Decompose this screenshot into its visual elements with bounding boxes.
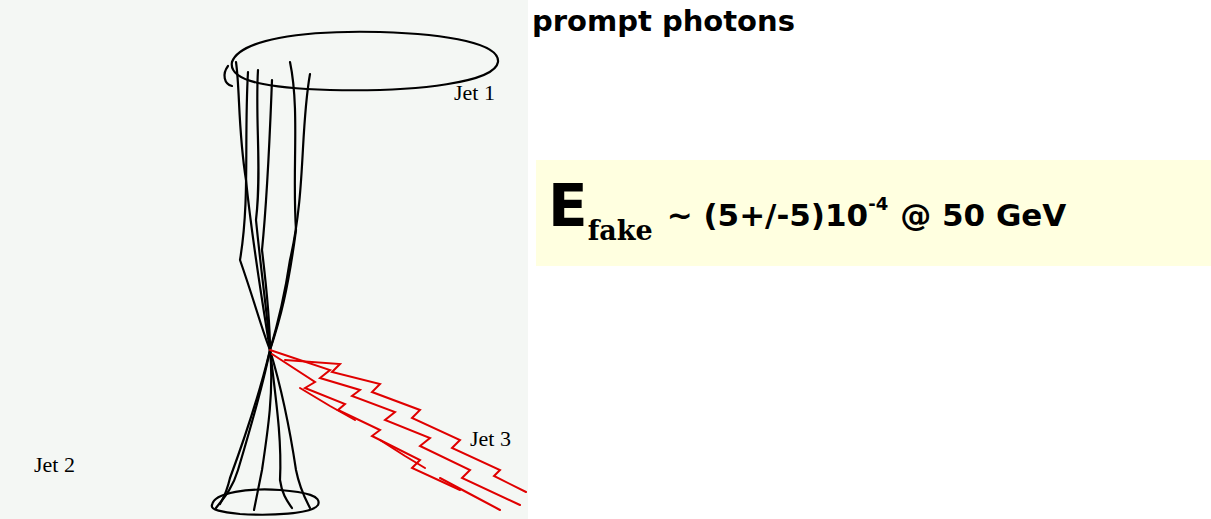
formula-text: E (548, 172, 588, 240)
jet-label: Jet 2 (34, 452, 75, 478)
formula-text: fake (588, 215, 653, 246)
formula-text: ~ (5+/-5)10 (667, 197, 869, 233)
formula-text: -4 (868, 193, 888, 214)
jet-tracks (212, 32, 498, 515)
photon-shower (270, 350, 526, 510)
jet-label: Jet 3 (470, 426, 511, 452)
formula-text: @ 50 GeV (900, 197, 1066, 233)
illustration-ground (0, 0, 528, 519)
jet-label: Jet 1 (454, 80, 495, 106)
formula-band: Efake ~ (5+/-5)10-4 @ 50 GeV (536, 160, 1211, 266)
slide-title: prompt photons (532, 4, 795, 38)
